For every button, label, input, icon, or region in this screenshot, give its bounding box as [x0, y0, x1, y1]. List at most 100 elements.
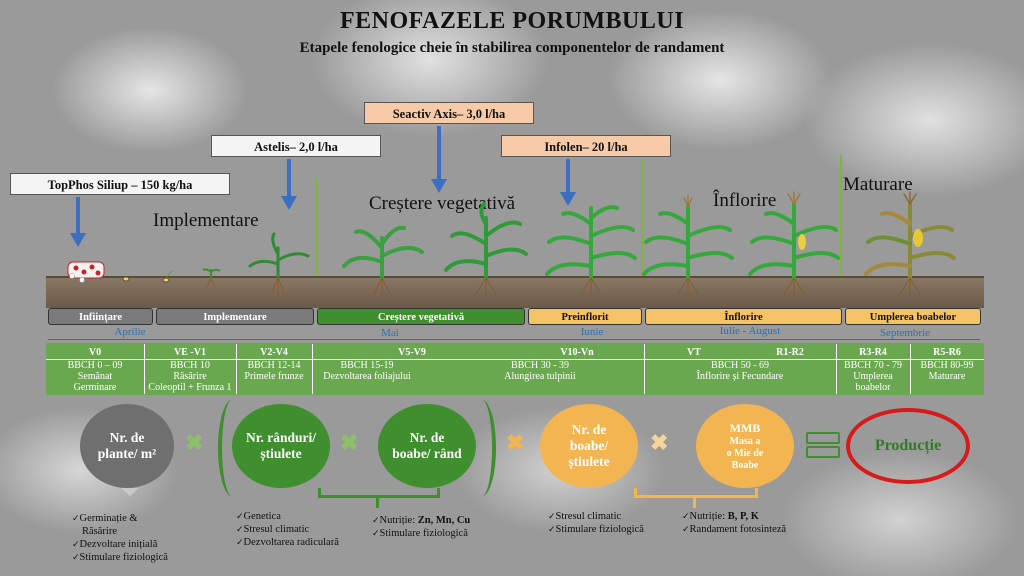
equals-icon — [806, 446, 840, 458]
product-infolen: Infolen– 20 l/ha — [501, 135, 671, 157]
mmb-label: MMB — [729, 421, 761, 435]
multiply-icon: ✖ — [650, 430, 669, 455]
phase-inflorire: Înflorire — [645, 308, 842, 325]
stage-code: VT — [687, 347, 701, 358]
stage-description: Dezvoltarea foliajului — [323, 371, 411, 382]
arrow-seactiv-head — [431, 179, 447, 193]
bbch-code: BBCH 10 — [170, 360, 210, 371]
mmb-description: Masa a o Mie de Boabe — [726, 436, 764, 471]
stage-description: Răsărire Coleoptil + Frunza 1 — [148, 371, 232, 393]
product-seactiv: Seactiv Axis– 3,0 l/ha — [364, 102, 534, 124]
arrow-topphos — [76, 197, 80, 233]
factor-item: Stimulare fiziologică — [372, 527, 470, 540]
stage-code: V0 — [88, 347, 102, 358]
phase-umplerea: Umplerea boabelor — [845, 308, 981, 325]
month-timeline — [48, 339, 980, 340]
bbch-code: BBCH 30 - 39 — [510, 360, 570, 371]
factor-item: Răsărire — [82, 526, 117, 537]
factor-item: Germinație & — [72, 512, 168, 525]
yield-production: Producție — [846, 408, 970, 484]
yield-mmb: MMB Masa a o Mie de Boabe — [696, 404, 794, 488]
yield-kernels-per-ear: Nr. de boabe/ știulete — [540, 404, 638, 488]
corn-plant-icon — [545, 205, 637, 299]
arrow-astelis — [287, 159, 291, 197]
factor-item: Stimulare fiziologică — [72, 551, 168, 564]
bbch-code: BBCH 70 - 79 — [843, 360, 903, 371]
phase-preinflorit: Preinflorit — [528, 308, 642, 325]
stage-divider — [641, 158, 643, 276]
equals-icon — [806, 432, 840, 444]
stage-description: Înflorire și Fecundare — [696, 371, 784, 382]
arrow-infolen-head — [560, 192, 576, 206]
arrow-seactiv — [437, 126, 441, 180]
corn-plant-icon — [342, 225, 424, 297]
stage-code: V10-Vn — [560, 347, 594, 358]
corn-plant-icon — [444, 202, 528, 299]
month-mai: Mai — [381, 327, 399, 339]
factor-item: Genetica — [236, 510, 339, 523]
month-septembrie: Septembrie — [879, 327, 931, 339]
corn-growth-illustration — [67, 191, 956, 299]
arrow-down-icon — [121, 488, 139, 496]
table-divider — [312, 344, 313, 394]
factor-item: Nutriție: — [689, 511, 728, 522]
phase-infiintare: Infiinţare — [48, 308, 153, 325]
seedling-icon — [122, 268, 221, 288]
multiply-icon: ✖ — [185, 430, 204, 455]
arrow-topphos-head — [70, 233, 86, 247]
corn-plant-icon — [864, 191, 956, 299]
factor-item: Stresul climatic — [236, 523, 339, 536]
stage-code: V5-V9 — [398, 347, 426, 358]
corn-plant-icon — [642, 195, 734, 299]
growth-stage-table — [46, 343, 984, 395]
arrow-infolen — [566, 159, 570, 193]
stage-description: Semănat Germinare — [73, 371, 117, 393]
factor-item: Nutriție: — [379, 515, 418, 526]
yield-kernels-per-row: Nr. de boabe/ rând — [378, 404, 476, 488]
bracket-stem — [693, 498, 696, 508]
yield-plants-per-m2: Nr. de plante/ m² — [80, 404, 174, 488]
factor-nutrients: Zn, Mn, Cu — [417, 515, 471, 526]
stage-description: Primele frunze — [244, 371, 304, 382]
soil-surface — [46, 276, 984, 278]
arrow-astelis-head — [281, 196, 297, 210]
factor-nutrients: B, P, K — [727, 511, 759, 522]
bracket-green — [318, 488, 440, 498]
stage-label-inflorire: Înflorire — [713, 190, 777, 211]
table-divider — [644, 344, 645, 394]
corn-plant-icon — [748, 191, 840, 299]
stage-description: Maturare — [928, 371, 966, 382]
bbch-code: BBCH 80-99 — [920, 360, 974, 371]
month-iulie-august: Iulie - August — [719, 325, 781, 337]
page-subtitle: Etapele fenologice cheie în stabilirea c… — [299, 40, 725, 56]
bracket-stem — [376, 498, 379, 508]
stage-label-crestere: Creștere vegetativă — [369, 193, 516, 214]
stage-description: Alungirea tulpinii — [504, 371, 576, 382]
table-divider — [144, 344, 145, 394]
product-astelis: Astelis– 2,0 l/ha — [211, 135, 381, 157]
factor-item: Dezvoltare inițială — [72, 538, 168, 551]
factor-list-rows: Genetica Stresul climatic Dezvoltarea ra… — [236, 510, 339, 549]
stage-code: R1-R2 — [776, 347, 804, 358]
phase-crestere: Creștere vegetativă — [317, 308, 525, 325]
factor-list-plants: Germinație & Răsărire Dezvoltare inițial… — [72, 512, 168, 564]
stage-description: Umplerea boabelor — [853, 371, 893, 393]
bbch-code: BBCH 0 – 09 — [67, 360, 123, 371]
product-topphos: TopPhos Siliup – 150 kg/ha — [10, 173, 230, 195]
stage-code: R5-R6 — [933, 347, 961, 358]
stage-divider — [316, 178, 318, 276]
multiply-icon: ✖ — [340, 430, 359, 455]
factor-list-kernels-row: Nutriție: Zn, Mn, Cu Stimulare fiziologi… — [372, 514, 471, 540]
stage-code: V2-V4 — [260, 347, 288, 358]
table-divider — [236, 344, 237, 394]
factor-item: Stresul climatic — [548, 510, 644, 523]
bbch-code: BBCH 50 - 69 — [710, 360, 770, 371]
yield-rows-per-ear: Nr. rânduri/ știulete — [232, 404, 330, 488]
